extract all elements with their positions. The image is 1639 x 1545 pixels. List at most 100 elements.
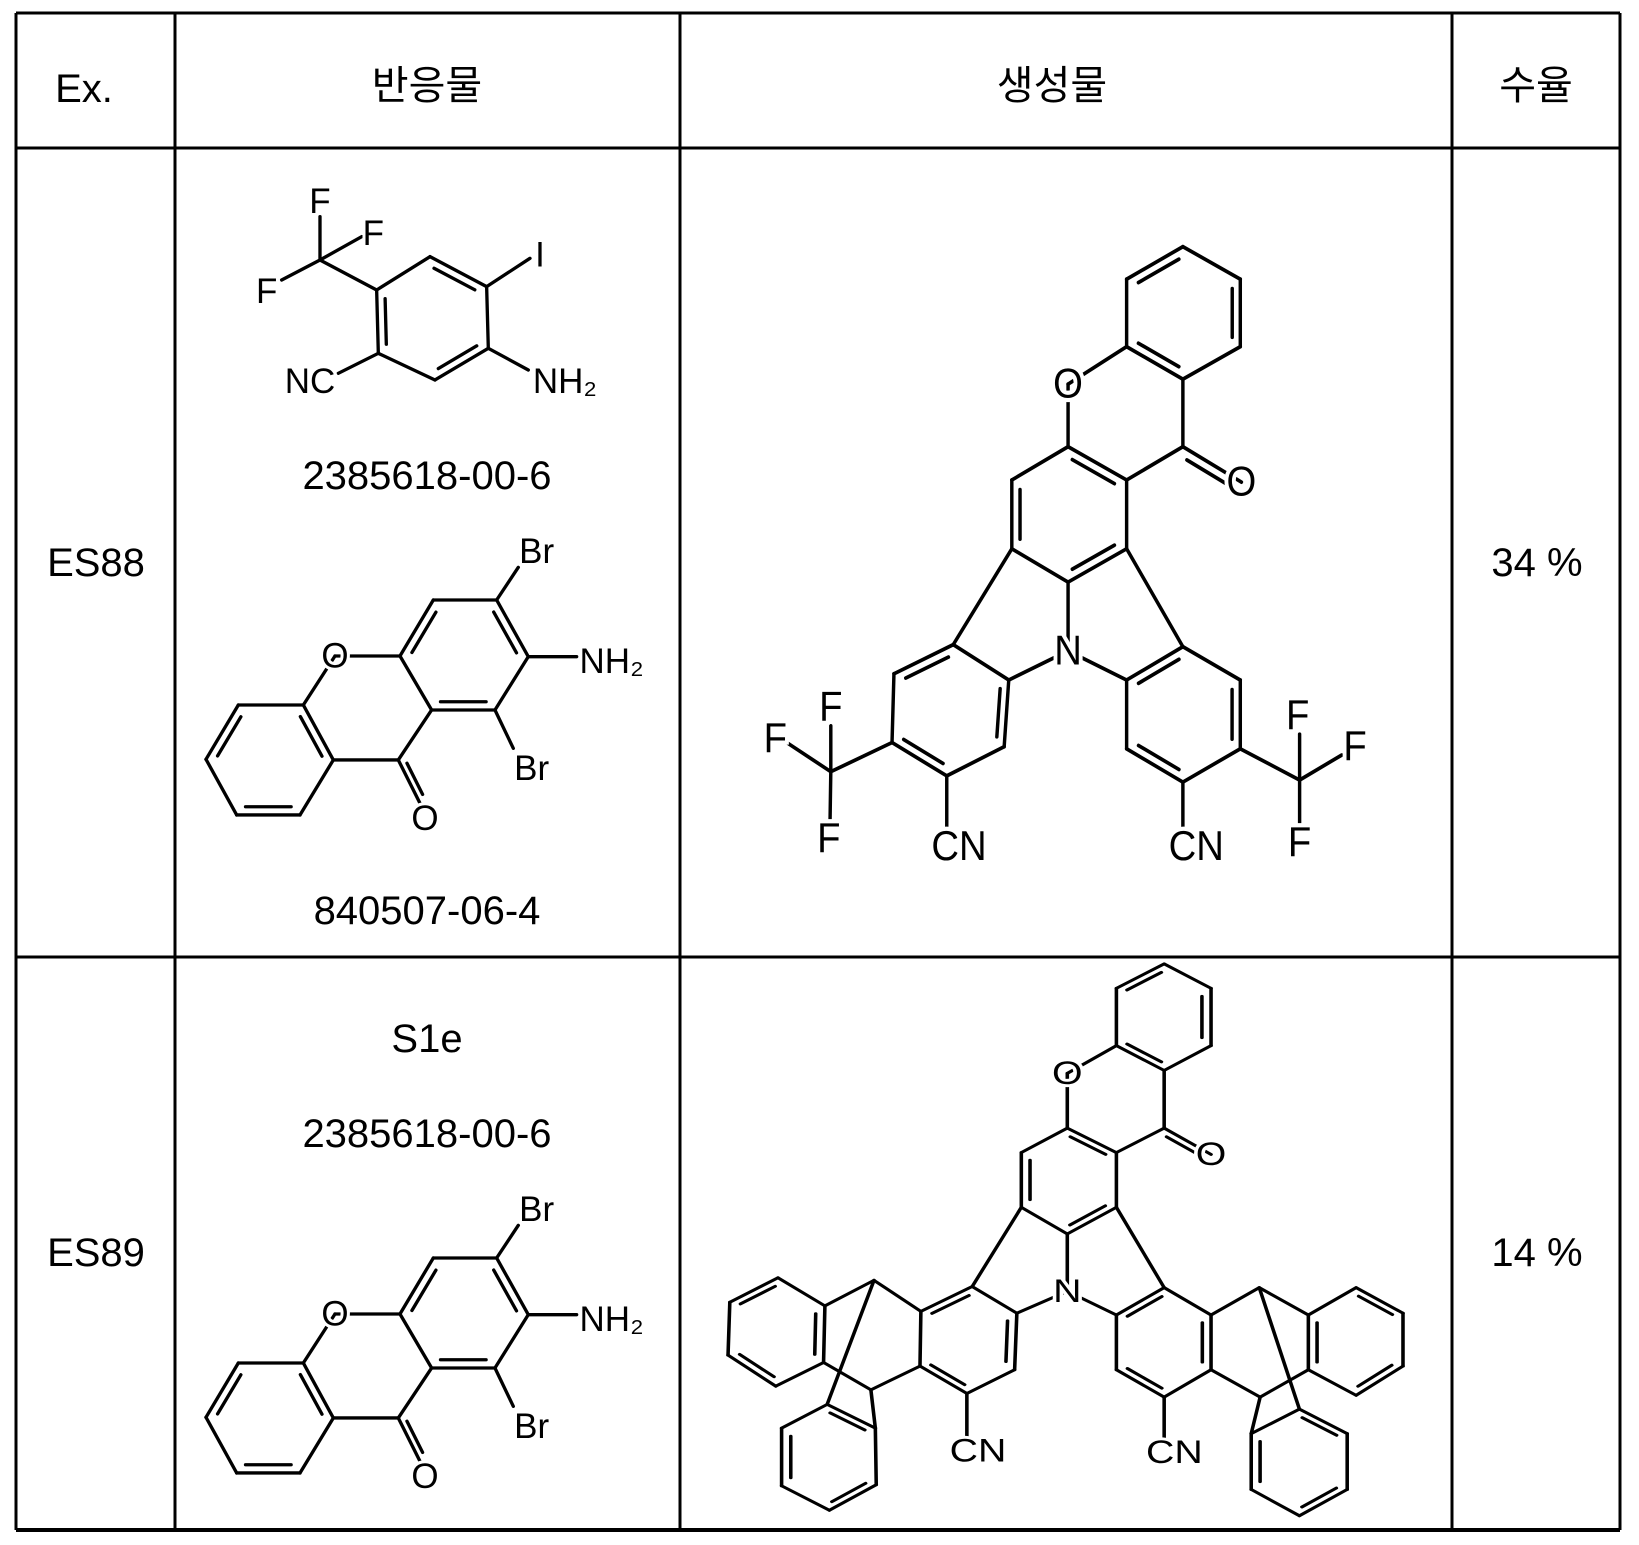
bond: [1116, 1128, 1164, 1152]
atom-label: F: [817, 815, 840, 861]
bond: [1116, 1370, 1164, 1397]
atom-label: O: [1227, 459, 1257, 505]
bond: [892, 674, 894, 743]
bond: [377, 257, 430, 290]
bond: [782, 1486, 830, 1510]
bond: [728, 1302, 730, 1355]
atom-label: Br: [519, 532, 554, 571]
bond: [497, 567, 519, 600]
bond: [400, 1314, 432, 1368]
bond: [1356, 1366, 1403, 1395]
bond: [778, 1278, 825, 1306]
bond: [1211, 1288, 1259, 1315]
bond: [377, 290, 379, 353]
bond: [495, 710, 513, 748]
bond: [495, 1315, 528, 1368]
bond: [875, 1428, 876, 1485]
bond: [487, 287, 489, 349]
bond: [1164, 1046, 1211, 1071]
product-structure: O O N F F F F F F CN CN: [764, 247, 1367, 870]
atom-label: NC: [285, 362, 336, 401]
atom-label: F: [309, 182, 330, 221]
bond: [1116, 1288, 1164, 1315]
atom-label: CN: [931, 824, 986, 870]
bond: [1072, 545, 1114, 569]
atom-label: F: [256, 272, 277, 311]
bond: [972, 1207, 1021, 1286]
bond: [398, 710, 431, 760]
bond: [1021, 1128, 1067, 1152]
bond: [1116, 1207, 1164, 1287]
bond: [1164, 964, 1211, 988]
atom-label: NH₂: [533, 362, 597, 401]
bond: [1183, 347, 1240, 380]
atom-label: CN: [950, 1433, 1007, 1469]
header-reactant: 반응물: [372, 64, 482, 108]
bond: [1072, 460, 1114, 484]
header-ex: Ex.: [55, 67, 113, 111]
atom-label: F: [1288, 820, 1311, 866]
bond: [953, 645, 1008, 680]
yield-value: 14 %: [1491, 1231, 1582, 1275]
bond: [920, 1311, 921, 1366]
bond: [400, 656, 432, 710]
bond: [1211, 1370, 1260, 1397]
reactant-structure-dibromoxanthone: Br NH₂ Br O O: [206, 1190, 644, 1496]
atom-label: Br: [514, 1407, 549, 1446]
bond: [1183, 749, 1240, 782]
bond: [1012, 447, 1068, 480]
bond: [815, 1314, 816, 1355]
atom-label: F: [764, 715, 787, 761]
bond: [1164, 1370, 1211, 1397]
atom-label: O: [321, 1294, 348, 1333]
bond: [1299, 1489, 1347, 1515]
table-row: ES89 14 % S1e 2385618-00-6 Br NH₂ Br O O…: [47, 964, 1583, 1516]
atom-label: F: [819, 684, 842, 730]
cas-number: 2385618-00-6: [302, 454, 551, 498]
header-product: 생성물: [997, 64, 1107, 108]
product-structure: O O N CN CN: [728, 964, 1403, 1516]
bond: [1260, 1370, 1308, 1397]
bond: [398, 1368, 431, 1418]
bond: [824, 1362, 871, 1389]
reactant-structure-dibromoxanthone: Br NH₂ Br O O: [206, 532, 644, 838]
atom-label: O: [1196, 1136, 1227, 1172]
atom-label: O: [1052, 1055, 1083, 1091]
bond: [385, 299, 386, 345]
atom-label: O: [1053, 361, 1083, 407]
atom-label: NH₂: [580, 642, 644, 681]
bond: [206, 1417, 237, 1473]
bond: [1127, 549, 1183, 647]
bond: [1308, 1370, 1356, 1396]
cas-number: 2385618-00-6: [302, 1112, 551, 1156]
bond: [831, 743, 892, 772]
bond: [782, 1404, 828, 1428]
bond: [1012, 549, 1068, 582]
bond: [1300, 755, 1342, 780]
bond: [206, 759, 237, 815]
atom-label: N: [1053, 1273, 1081, 1309]
header-yield: 수율: [1499, 64, 1573, 108]
reactant-name: S1e: [391, 1017, 462, 1061]
bond: [497, 1225, 519, 1258]
bond: [487, 258, 530, 286]
atom-label: Br: [514, 749, 549, 788]
bond: [495, 657, 528, 710]
bond: [824, 1306, 825, 1363]
bond: [1251, 1409, 1299, 1433]
bond: [947, 747, 1004, 776]
bond: [320, 237, 362, 260]
bond: [920, 1366, 967, 1393]
bond: [300, 760, 333, 815]
atom-label: I: [535, 235, 545, 274]
example-id: ES89: [47, 1231, 145, 1275]
bond: [871, 1366, 920, 1390]
example-id: ES88: [47, 541, 145, 585]
atom-label: F: [1343, 724, 1366, 770]
bond: [830, 772, 831, 822]
atom-label: CN: [1146, 1434, 1203, 1470]
atom-label: O: [321, 636, 348, 675]
bond: [282, 260, 320, 280]
bond: [728, 1355, 776, 1386]
